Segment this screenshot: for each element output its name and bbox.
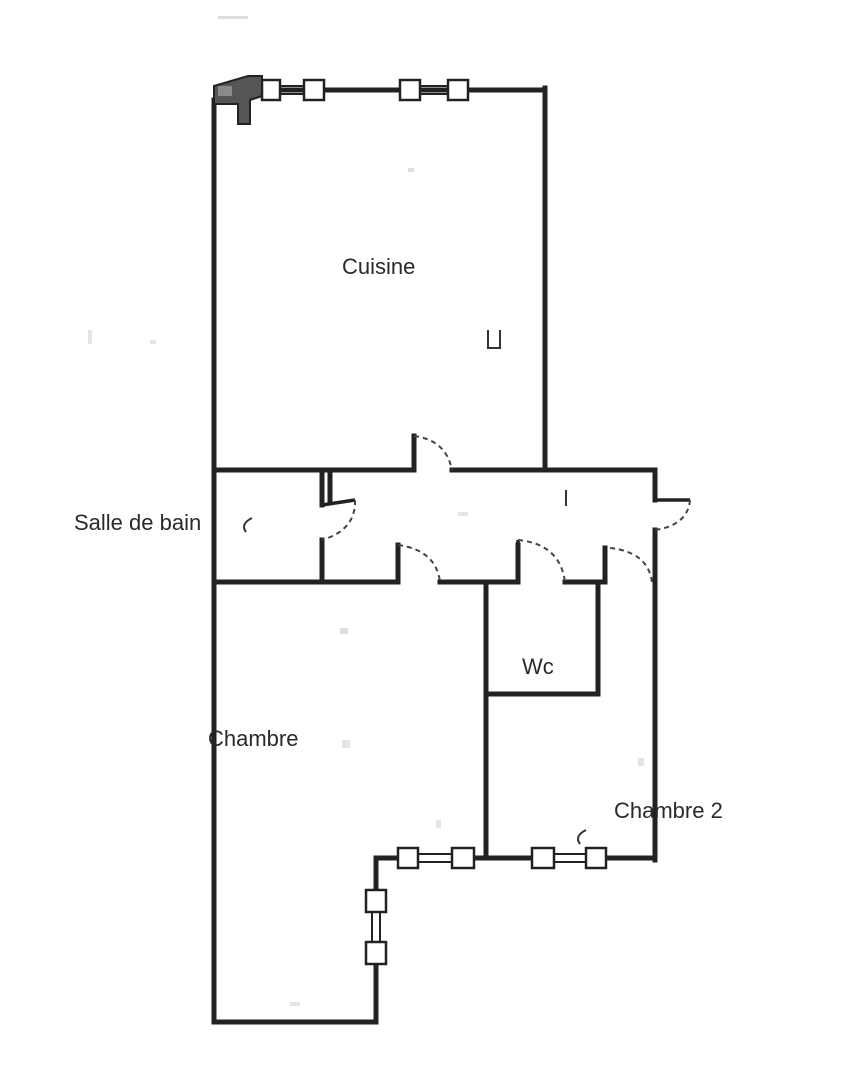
wall-bathroom: [211, 467, 325, 585]
wall-wc: [483, 581, 601, 697]
walls: [211, 85, 658, 1025]
wall-corridor-bottom: [319, 542, 608, 585]
windows: [260, 78, 608, 966]
wall-corridor-top: [211, 433, 658, 503]
window-chambre2-bottom: [530, 846, 608, 870]
scan-artifacts: [88, 16, 644, 1006]
wall-chambre-step: [373, 855, 401, 891]
fixtures: [243, 330, 587, 845]
chimney-icon: [213, 75, 263, 125]
door-wc-swing: [517, 539, 566, 583]
room-label-chambre-2: Chambre 2: [614, 798, 723, 823]
bathroom-fixture-icon: [243, 517, 253, 533]
window-chambre-bottom: [396, 846, 476, 870]
door-bathroom-leaf: [321, 498, 356, 507]
kitchen-fixture-icon: [487, 330, 501, 349]
door-entrance-swing: [654, 499, 691, 531]
room-label-wc: Wc: [522, 654, 554, 679]
door-cuisine-swing: [413, 435, 453, 471]
wall-chambre-left: [211, 579, 379, 1025]
room-label-chambre: Chambre: [208, 726, 298, 751]
wall-cuisine-outer: [211, 85, 548, 473]
door-chambre-swing: [397, 544, 441, 583]
window-chambre-vertical: [364, 888, 388, 966]
chambre2-fixture-icon: [577, 829, 587, 845]
window-top-1: [260, 78, 326, 102]
window-top-2: [398, 78, 470, 102]
room-label-salle-de-bain: Salle de bain: [74, 510, 201, 535]
doors: [321, 435, 691, 583]
room-label-cuisine: Cuisine: [342, 254, 415, 279]
door-bathroom-swing: [321, 499, 357, 541]
door-chambre2-swing: [609, 547, 653, 583]
